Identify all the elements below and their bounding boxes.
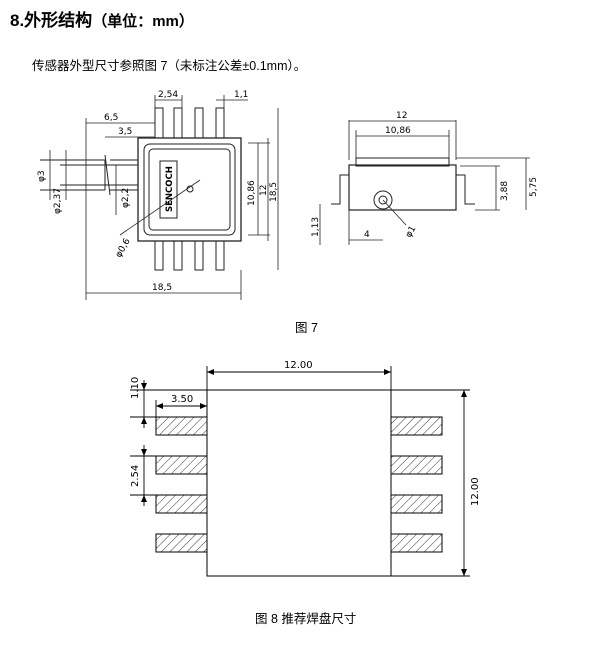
section-heading: 8.外形结构（单位：mm） [10, 6, 194, 31]
top-view [40, 95, 279, 300]
side-dim-lead-label: 1,13 [311, 217, 321, 237]
dim-port-offset-label: 6,5 [104, 113, 118, 123]
package-body [137, 137, 242, 242]
footprint-arrows [141, 369, 467, 576]
figure-7-caption: 图 7 [295, 321, 318, 335]
top-view-labels: 2,54 1,1 6,5 3,5 φ3 φ2,37 φ2,2 φ0,6 10,8… [37, 90, 279, 293]
top-view-dims [49, 95, 279, 300]
dim-pin-width-label: 1,1 [234, 90, 248, 100]
footprint [130, 366, 470, 577]
sencoch-logo-text: SENCOCH [165, 166, 175, 212]
fp-pad-length-label: 3.50 [171, 394, 193, 405]
fp-pad-gap-label: 1.10 [130, 377, 141, 399]
dim-port-outer-label: φ3 [37, 170, 47, 182]
footprint-body [206, 389, 392, 577]
logo-box [159, 160, 178, 219]
fp-pitch-label: 2.54 [130, 465, 141, 487]
dim-total-height-label: 18,5 [269, 182, 279, 202]
dim-port-od-label: φ2,37 [53, 188, 63, 214]
section-title: 8.外形结构 [10, 11, 93, 30]
side-dim-total-height-label: 5,75 [529, 177, 539, 197]
dim-body-offset-label: 3,5 [118, 127, 132, 137]
figure-7-drawing: 2,54 1,1 6,5 3,5 φ3 φ2,37 φ2,2 φ0,6 10,8… [37, 90, 539, 300]
side-view [319, 120, 530, 245]
dim-port-id-label: φ2,2 [121, 188, 131, 208]
intro-text: 传感器外型尺寸参照图 7（未标注公差±0.1mm）。 [32, 59, 307, 73]
fp-body-height-label: 12.00 [470, 477, 481, 506]
dim-total-width-label: 18,5 [152, 283, 172, 293]
section-unit: （单位：mm） [92, 13, 194, 30]
side-view-labels: 12 10,86 3,88 5,75 1,13 4 φ1 [311, 111, 539, 240]
side-dim-port-pos-label: 4 [364, 230, 370, 240]
pressure-port [40, 154, 138, 196]
fp-body-width-label: 12.00 [284, 360, 313, 371]
side-dim-width-label: 12 [396, 111, 407, 121]
side-view-dims [319, 120, 530, 245]
dim-height-label: 12 [259, 185, 269, 196]
left-pads [155, 416, 208, 553]
side-body [348, 164, 457, 211]
right-pads [390, 416, 443, 553]
side-dim-height-label: 3,88 [500, 181, 510, 201]
figure-8-caption: 图 8 推荐焊盘尺寸 [255, 612, 357, 626]
footprint-labels: 12.00 3.50 1.10 2.54 12.00 [130, 360, 481, 506]
dim-pitch-label: 2,54 [158, 90, 178, 100]
side-dim-inner-width-label: 10,86 [385, 126, 411, 136]
side-cap [355, 157, 450, 167]
side-port-outer [373, 190, 393, 210]
dim-inner-height-label: 10,86 [247, 180, 257, 206]
